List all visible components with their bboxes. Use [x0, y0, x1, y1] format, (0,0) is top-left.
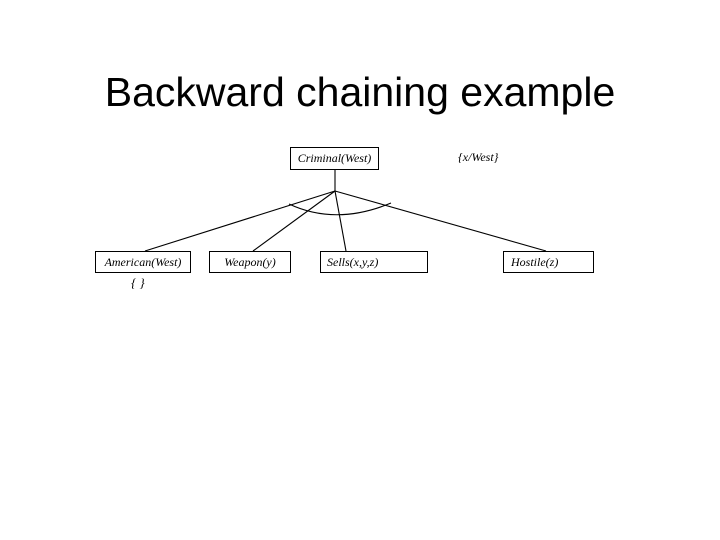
node-weapon[interactable]: Weapon(y)	[209, 251, 291, 273]
substitution-root: {x/West}	[458, 150, 499, 164]
page-title: Backward chaining example	[104, 69, 616, 116]
substitution-american: { }	[131, 275, 145, 290]
edge-to-weapon	[252, 190, 336, 252]
edge-to-sells	[334, 190, 347, 252]
node-hostile[interactable]: Hostile(z)	[503, 251, 594, 273]
and-arc-icon	[288, 202, 392, 216]
edge-to-american	[144, 190, 336, 252]
node-sells[interactable]: Sells(x,y,z)	[320, 251, 428, 273]
node-american[interactable]: American(West)	[95, 251, 191, 273]
edge-to-hostile	[334, 190, 547, 252]
node-criminal[interactable]: Criminal(West)	[290, 147, 379, 170]
